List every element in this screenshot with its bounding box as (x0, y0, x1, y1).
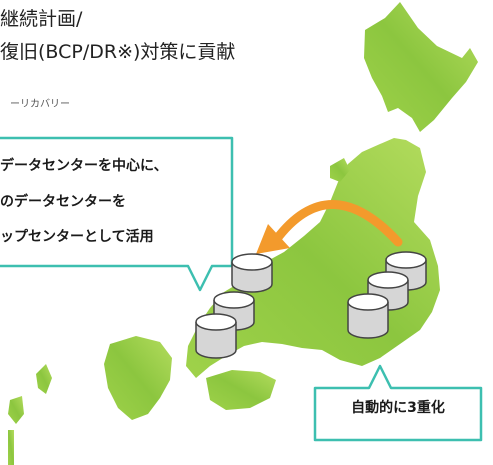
page-title-line-2: 復旧(BCP/DR※)対策に貢献 (0, 41, 236, 63)
page-subtitle: ーリカバリー (10, 99, 70, 110)
callout-line-2: のデータセンターを (0, 194, 126, 210)
south-island-a (36, 364, 52, 394)
shikoku-island (206, 370, 276, 410)
south-island-c (8, 430, 14, 465)
database-cylinder-icon (195, 313, 237, 359)
callout-line-1: データセンターを中心に、 (0, 158, 168, 174)
curved-arrow-icon (256, 200, 403, 254)
sado-island (330, 158, 350, 182)
callout-box (0, 136, 234, 292)
south-island-b (8, 396, 24, 424)
kyushu-island (104, 336, 172, 420)
database-cylinder-icon (347, 293, 389, 339)
hokkaido-island (364, 2, 478, 132)
page-title-line-1: 継続計画/ (0, 8, 83, 30)
badge-box (313, 364, 483, 442)
database-cylinder-group-west (195, 253, 273, 359)
database-cylinder-icon (231, 253, 273, 293)
callout-line-3: ップセンターとして活用 (0, 229, 154, 245)
badge-label: 自動的に3重化 (351, 400, 445, 416)
database-cylinder-group-east (347, 251, 427, 339)
